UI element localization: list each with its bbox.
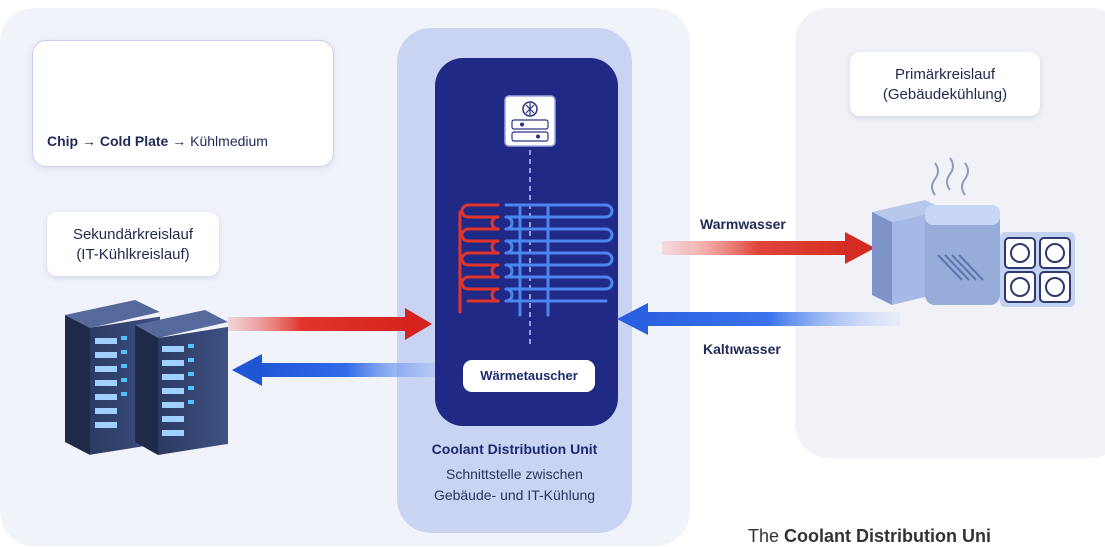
coolant-medium-label: Kühlmedium: [190, 133, 268, 149]
heat-exchanger-label: Wärmetauscher: [463, 360, 595, 392]
server-rack-icon: [135, 310, 228, 455]
primary-circuit-subtitle: (Gebäudekühlung): [882, 86, 1008, 103]
primary-circuit-card: Primärkreislauf (Gebäudekühlung): [850, 52, 1040, 116]
flow-arrow: →: [172, 133, 187, 149]
cdu-subtitle: Schnittstelle zwischen Gebäude- und IT-K…: [397, 464, 632, 506]
chip-flow-card: Chip → Cold Plate → Kühlmedium: [32, 40, 334, 167]
cdu-subtitle-line: Schnittstelle zwischen: [446, 466, 583, 482]
chiller-icon: [872, 157, 1075, 307]
cold-flow-arrow-left: [232, 354, 435, 386]
chip-flow-caption: Chip → Cold Plate → Kühlmedium: [47, 133, 268, 149]
cdu-subtitle-line: Gebäude- und IT-Kühlung: [433, 487, 596, 503]
cold-water-label: Kaltıwasser: [703, 341, 781, 357]
chip-label: Chip: [47, 133, 79, 149]
cold-plate-label: Cold Plate: [99, 133, 169, 149]
cold-flow-arrow-right: [617, 303, 900, 335]
secondary-circuit-subtitle: (IT-Kühlkreislauf): [76, 246, 190, 263]
footer-caption: The Coolant Distribution Uni: [748, 526, 991, 547]
flow-arrow: →: [82, 133, 96, 149]
primary-circuit-title: Primärkreislauf: [894, 66, 996, 83]
warm-water-label: Warmwasser: [700, 216, 786, 232]
secondary-circuit-card: Sekundärkreislauf (IT-Kühlkreislauf): [47, 212, 219, 276]
cdu-title: Coolant Distribution Unit: [431, 441, 598, 457]
footer-prefix: The: [748, 526, 780, 546]
footer-bold: Coolant Distribution Uni: [784, 526, 992, 546]
secondary-circuit-title: Sekundärkreislauf: [72, 226, 194, 243]
hot-flow-arrow-left: [228, 308, 432, 340]
heat-exchanger-coils: [458, 203, 614, 317]
control-unit-icon: [504, 95, 556, 147]
hot-flow-arrow-right: [662, 232, 875, 264]
